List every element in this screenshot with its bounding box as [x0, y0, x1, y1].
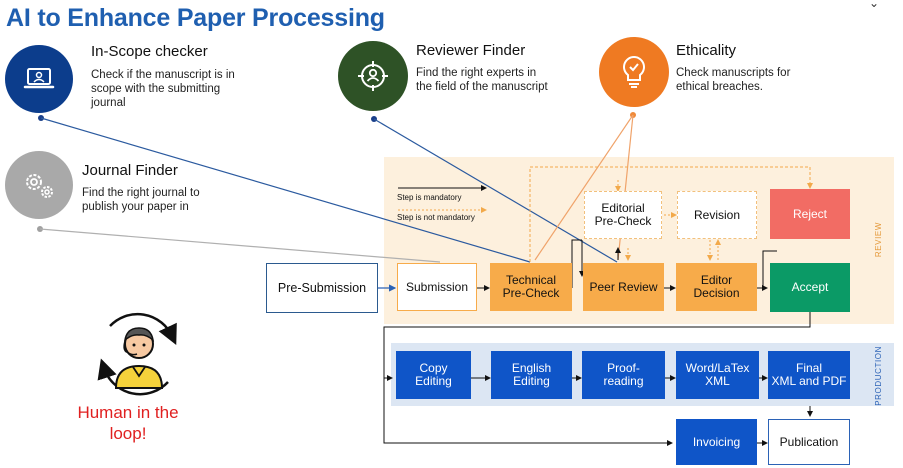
- laptop-icon: [23, 68, 55, 89]
- ethicality-desc: Check manuscripts for ethical breaches.: [676, 67, 791, 93]
- human-in-loop-icon: [97, 312, 177, 396]
- chevron-down-icon: ⌄: [869, 0, 880, 10]
- lightbulb-icon: [623, 55, 645, 88]
- ethicality-title: Ethicality: [676, 42, 737, 59]
- reviewer-finder-badge: [338, 41, 408, 111]
- step-reject: Reject: [770, 189, 850, 239]
- step-copy-editing: Copy Editing: [396, 351, 471, 399]
- step-pre-submission: Pre-Submission: [266, 263, 378, 313]
- step-editor-decision: Editor Decision: [676, 263, 757, 311]
- step-final-xml-pdf: Final XML and PDF: [768, 351, 850, 399]
- inscope-desc: Check if the manuscript is in scope with…: [91, 69, 235, 109]
- step-accept: Accept: [770, 263, 850, 312]
- step-word-latex-xml: Word/LaTex XML: [676, 351, 759, 399]
- step-editorial-precheck: Editorial Pre-Check: [584, 191, 662, 239]
- reviewer-title: Reviewer Finder: [416, 42, 526, 59]
- gears-icon: [26, 174, 53, 198]
- reviewer-desc: Find the right experts in the field of t…: [416, 67, 548, 93]
- person-target-icon: [358, 61, 388, 91]
- journal-desc: Find the right journal to publish your p…: [82, 187, 200, 213]
- legend-mandatory: Step is mandatory: [397, 193, 462, 202]
- step-english-editing: English Editing: [491, 351, 572, 399]
- inscope-title: In-Scope checker: [91, 43, 208, 60]
- step-publication: Publication: [768, 419, 850, 465]
- inscope-checker-badge: [5, 45, 73, 113]
- step-technical-precheck: Technical Pre-Check: [490, 263, 572, 311]
- step-submission: Submission: [397, 263, 477, 311]
- legend-not-mandatory: Step is not mandatory: [397, 213, 475, 222]
- step-invoicing: Invoicing: [676, 419, 757, 465]
- step-peer-review: Peer Review: [583, 263, 664, 311]
- journal-finder-badge: [5, 151, 73, 219]
- step-proofreading: Proof- reading: [582, 351, 665, 399]
- step-revision: Revision: [677, 191, 757, 239]
- journal-title: Journal Finder: [82, 162, 178, 179]
- ethicality-badge: [599, 37, 669, 107]
- human-in-loop-label: Human in the loop!: [77, 403, 179, 443]
- page-title: AI to Enhance Paper Processing: [6, 4, 385, 32]
